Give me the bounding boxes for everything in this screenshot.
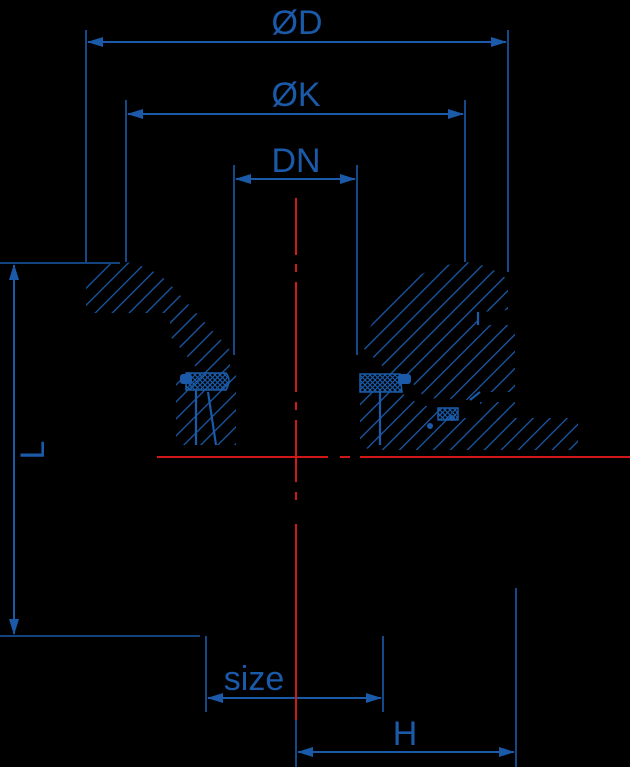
- label-length: L: [14, 441, 52, 460]
- dimension-bolt-circle: ØK: [125, 76, 466, 262]
- dimension-height: H: [295, 588, 517, 767]
- dimension-outer-diameter: ØD: [85, 4, 509, 272]
- label-height: H: [393, 715, 418, 753]
- dimension-length: L: [0, 262, 200, 637]
- centerlines: [157, 198, 630, 720]
- label-size: size: [224, 660, 284, 698]
- flange-left-section: [86, 262, 236, 446]
- dimension-nominal-diameter: DN: [233, 142, 358, 355]
- dimension-size: size: [205, 636, 384, 712]
- flange-right-section: [359, 262, 578, 450]
- label-outer-diameter: ØD: [272, 4, 323, 42]
- label-nominal-diameter: DN: [271, 142, 320, 180]
- label-bolt-circle: ØK: [271, 76, 320, 114]
